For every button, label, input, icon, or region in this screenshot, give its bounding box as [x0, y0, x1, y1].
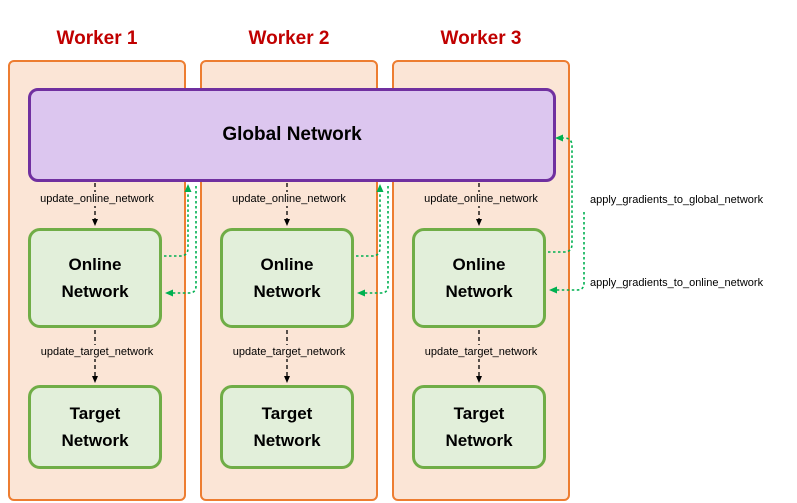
target-network-label: Target Network: [445, 403, 513, 450]
target-network-label: Target Network: [61, 403, 129, 450]
online-network-label: Online Network: [61, 254, 129, 301]
apply-gradients-global-label: apply_gradients_to_global_network: [590, 194, 764, 206]
target-network-box-worker1: Target Network: [28, 385, 162, 469]
online-network-box-worker1: Online Network: [28, 228, 162, 328]
target-network-box-worker3: Target Network: [412, 385, 546, 469]
apply-gradients-online-label: apply_gradients_to_online_network: [590, 277, 764, 289]
target-network-box-worker2: Target Network: [220, 385, 354, 469]
target-network-label: Target Network: [253, 403, 321, 450]
online-network-label: Online Network: [253, 254, 321, 301]
global-network-box: Global Network: [28, 88, 556, 182]
worker-1-title: Worker 1: [56, 28, 138, 49]
online-network-box-worker2: Online Network: [220, 228, 354, 328]
online-network-label: Online Network: [445, 254, 513, 301]
worker-3-title: Worker 3: [440, 28, 522, 49]
online-network-box-worker3: Online Network: [412, 228, 546, 328]
global-network-label: Global Network: [222, 124, 362, 145]
worker-2-title: Worker 2: [248, 28, 330, 49]
